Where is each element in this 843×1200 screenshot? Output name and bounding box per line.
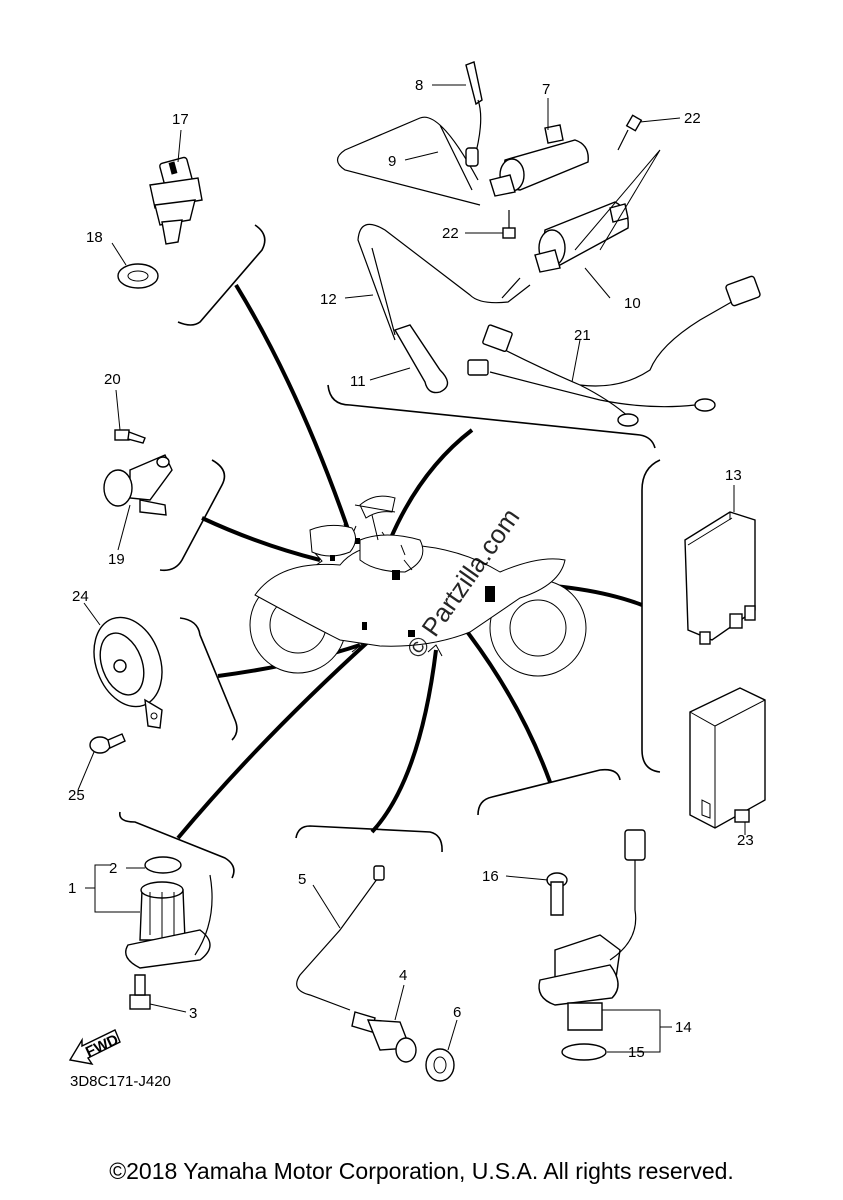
- sensor-19: [103, 454, 173, 516]
- plug-cap-8: [465, 61, 483, 106]
- label-22-lower: 22: [442, 225, 459, 242]
- o-ring-15: [561, 1043, 607, 1061]
- gasket-18: [117, 263, 159, 289]
- label-25: 25: [68, 787, 85, 804]
- leader-1: [176, 638, 372, 840]
- leader-17: [234, 283, 352, 536]
- label-17: 17: [172, 111, 189, 128]
- label-16: 16: [482, 868, 499, 885]
- label-11: 11: [350, 373, 366, 390]
- frame-sensor-1: [118, 811, 235, 879]
- lead-wire-5: [296, 874, 381, 1011]
- leader-4: [370, 649, 438, 834]
- horn-24: [93, 616, 163, 729]
- label-2: 2: [109, 860, 117, 877]
- wire-harness-21: [467, 275, 761, 427]
- plug-lead-12: [357, 223, 531, 341]
- speed-sensor-1: [125, 856, 213, 969]
- label-3: 3: [189, 1005, 197, 1022]
- bolt-16: [546, 872, 568, 916]
- label-13: 13: [725, 467, 742, 484]
- plug-cap-11: [393, 324, 449, 394]
- arrow-head: [427, 644, 443, 657]
- motorcycle-outline: [249, 495, 587, 677]
- frame-horn: [179, 617, 238, 741]
- bolt-3: [129, 974, 151, 1010]
- frame-ignition: [327, 384, 656, 449]
- ignition-coil-7: [489, 124, 589, 197]
- label-23: 23: [737, 832, 754, 849]
- temperature-sensor-17: [149, 156, 203, 245]
- label-4: 4: [399, 967, 407, 984]
- label-20: 20: [104, 371, 121, 388]
- frame-sensor-17: [177, 224, 266, 326]
- copyright-notice: ©2018 Yamaha Motor Corporation, U.S.A. A…: [109, 1158, 734, 1184]
- frame-sensor-4: [295, 825, 443, 853]
- label-14: 14: [675, 1019, 692, 1036]
- frame-ecu: [641, 459, 661, 773]
- leader-22: [574, 149, 661, 251]
- frame-sensor-19: [159, 459, 226, 572]
- sensor-4: [351, 1011, 417, 1063]
- label-22-top: 22: [684, 110, 701, 127]
- ignition-coil-10: [534, 201, 629, 273]
- leader-19: [201, 516, 321, 562]
- relay-23: [689, 687, 766, 829]
- label-12: 12: [320, 291, 337, 308]
- label-5: 5: [298, 871, 306, 888]
- bolt-25: [89, 733, 126, 754]
- label-10: 10: [624, 295, 641, 312]
- label-1: 1: [68, 880, 76, 897]
- frame-sensor-14: [477, 768, 621, 816]
- plug-lead-9: [336, 116, 481, 206]
- leader-14: [460, 623, 552, 783]
- diagram-code: 3D8C171-J420: [70, 1073, 171, 1090]
- label-24: 24: [72, 588, 89, 605]
- label-19: 19: [108, 551, 125, 568]
- label-9: 9: [388, 153, 396, 170]
- label-18: 18: [86, 229, 103, 246]
- bolt-20: [114, 429, 146, 444]
- ecu-13: [684, 511, 756, 645]
- sensor-14: [538, 829, 646, 1031]
- bolt-22-lower: [502, 210, 516, 239]
- label-8: 8: [415, 77, 423, 94]
- label-15: 15: [628, 1044, 645, 1061]
- fwd-arrow-icon: FWD: [68, 1029, 121, 1065]
- label-6: 6: [453, 1004, 461, 1021]
- leader-ign: [388, 428, 474, 541]
- label-leaders: [77, 84, 746, 1053]
- gasket-6: [425, 1048, 455, 1082]
- label-21: 21: [574, 327, 591, 344]
- bolt-22-top: [617, 114, 643, 151]
- label-7: 7: [542, 81, 550, 98]
